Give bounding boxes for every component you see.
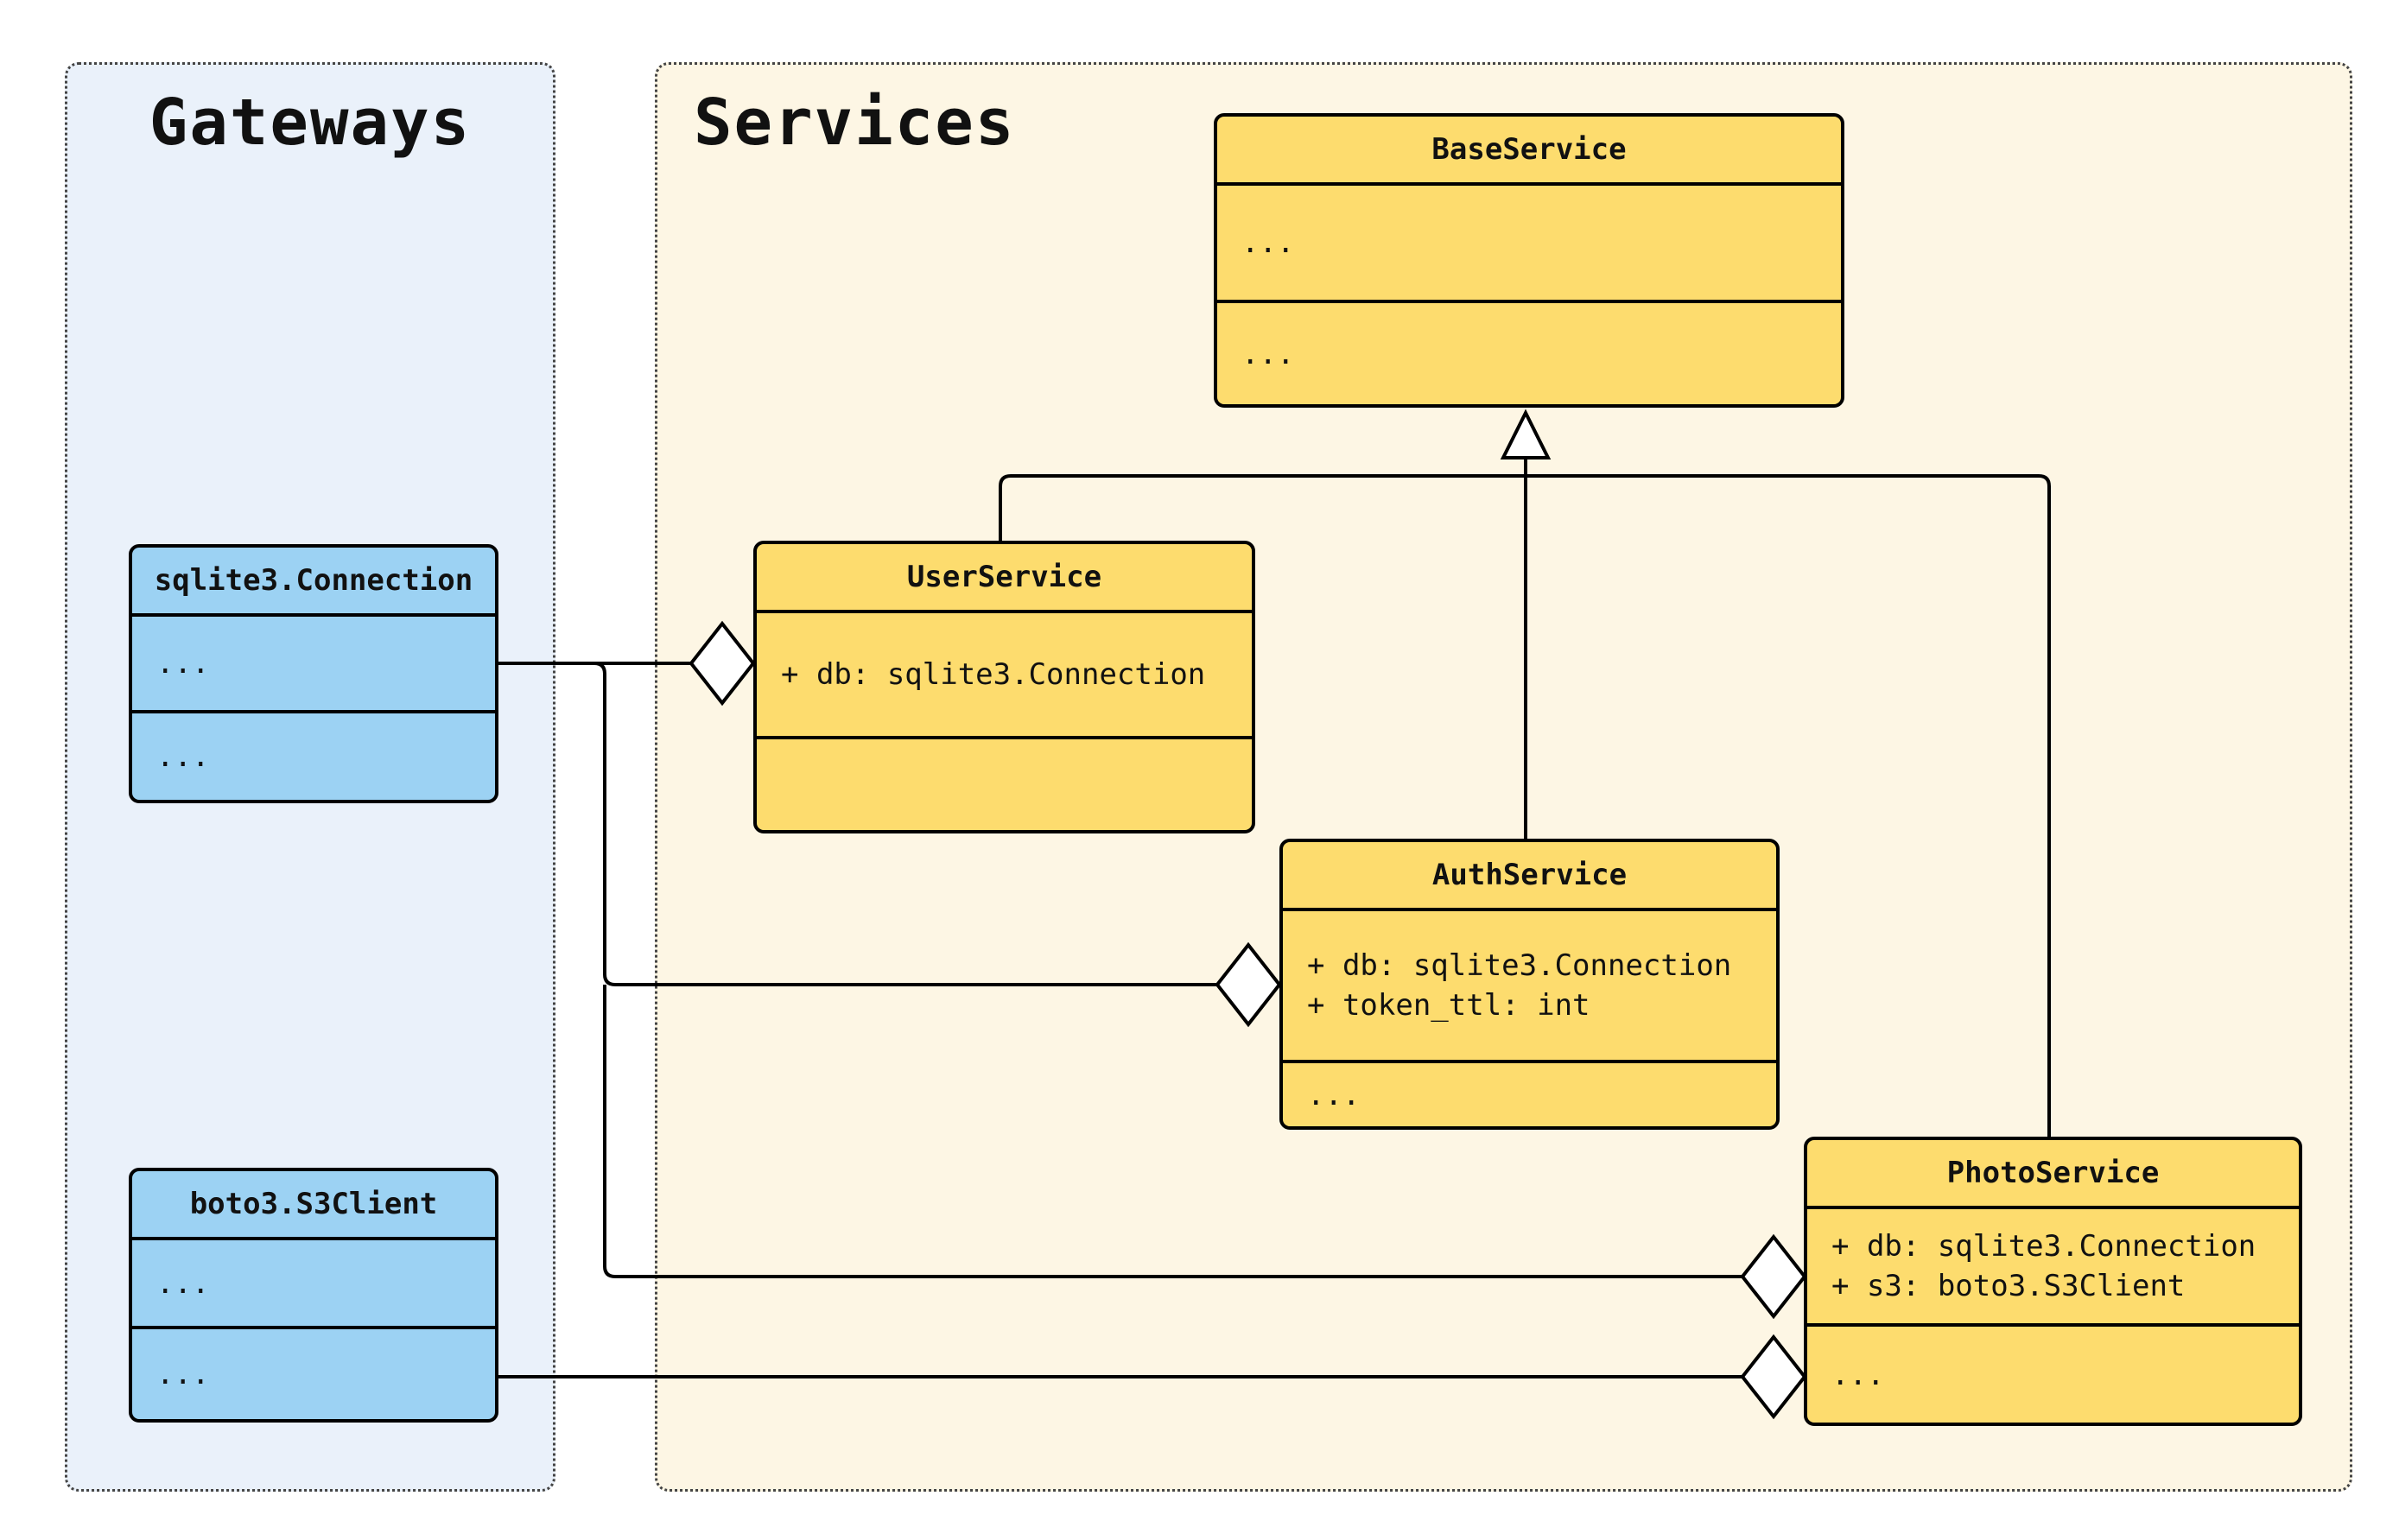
class-authservice-title: AuthService [1431,858,1628,892]
class-sqlite3-connection-title: sqlite3.Connection [154,563,473,598]
attribute: + token_ttl: int [1307,988,1590,1023]
class-baseservice-attributes: ... [1217,182,1841,300]
method: ... [1831,1357,1885,1392]
class-baseservice: BaseService ... ... [1214,113,1844,408]
class-boto3-s3client: boto3.S3Client ... ... [129,1168,498,1423]
attribute: + s3: boto3.S3Client [1831,1269,2186,1303]
method: ... [1307,1077,1361,1112]
attribute: + db: sqlite3.Connection [781,657,1206,692]
method: ... [156,739,210,774]
class-authservice: AuthService + db: sqlite3.Connection + t… [1279,839,1780,1130]
class-baseservice-title: BaseService [1431,132,1627,167]
attribute: ... [156,646,210,681]
method: ... [156,1357,210,1391]
class-sqlite3-connection-methods: ... [132,710,495,800]
attribute: + db: sqlite3.Connection [1831,1229,2256,1264]
class-photoservice-title: PhotoService [1946,1156,2160,1190]
class-userservice-title: UserService [906,560,1102,594]
class-userservice-attributes: + db: sqlite3.Connection [757,610,1252,736]
class-userservice-methods [757,736,1252,830]
method: ... [1241,336,1295,371]
class-authservice-attributes: + db: sqlite3.Connection + token_ttl: in… [1283,908,1776,1060]
class-photoservice: PhotoService + db: sqlite3.Connection + … [1804,1137,2302,1426]
class-authservice-methods: ... [1283,1060,1776,1126]
class-boto3-s3client-title: boto3.S3Client [189,1187,438,1221]
class-baseservice-methods: ... [1217,300,1841,404]
attribute: ... [156,1265,210,1301]
class-sqlite3-connection: sqlite3.Connection ... ... [129,544,498,803]
class-userservice: UserService + db: sqlite3.Connection [753,541,1255,833]
class-photoservice-attributes: + db: sqlite3.Connection + s3: boto3.S3C… [1807,1206,2299,1323]
attribute: ... [1241,225,1295,260]
group-gateways-title: Gateways [149,86,472,160]
class-boto3-s3client-attributes: ... [132,1237,495,1326]
group-services-title: Services [694,86,1016,160]
class-photoservice-methods: ... [1807,1323,2299,1423]
attribute: + db: sqlite3.Connection [1307,948,1732,983]
class-sqlite3-connection-attributes: ... [132,613,495,710]
class-boto3-s3client-methods: ... [132,1326,495,1419]
